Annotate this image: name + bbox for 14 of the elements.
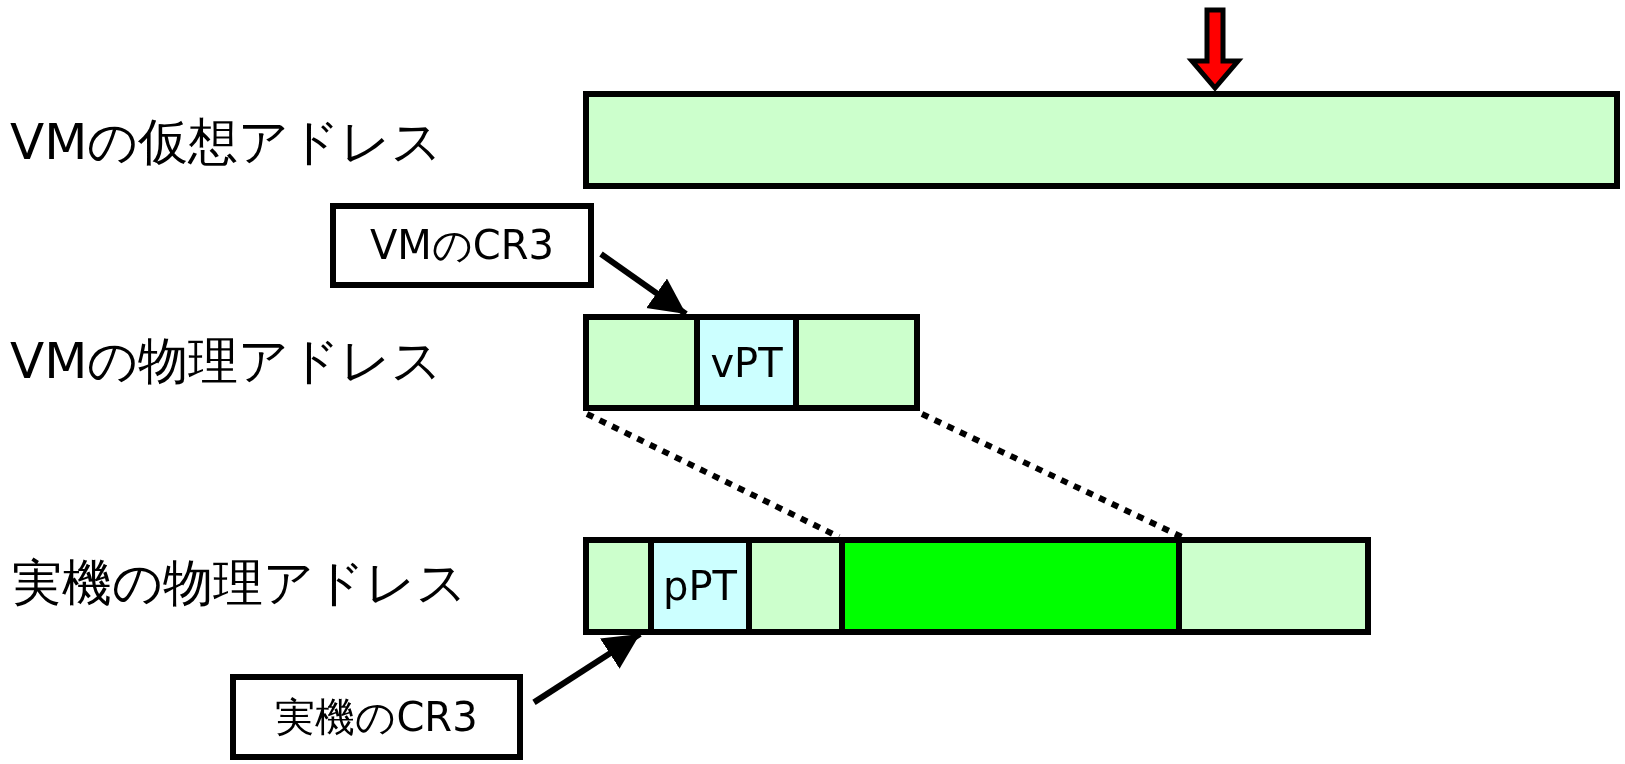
address-bar <box>583 91 1620 189</box>
row-label: VMの物理アドレス <box>10 336 443 386</box>
row-label: 実機の物理アドレス <box>12 558 467 608</box>
row-label: VMの仮想アドレス <box>10 117 443 167</box>
register-box: 実機のCR3 <box>230 674 523 760</box>
address-bar <box>583 314 920 411</box>
address-bar <box>583 537 1371 635</box>
arrow <box>599 251 688 317</box>
mapped-region <box>839 543 1182 629</box>
pointer-arrow <box>1186 7 1244 92</box>
dotted-line <box>920 411 1184 540</box>
page-table-cell: vPT <box>694 320 799 405</box>
page-table-cell: pPT <box>648 543 752 629</box>
register-box: VMのCR3 <box>330 203 594 288</box>
